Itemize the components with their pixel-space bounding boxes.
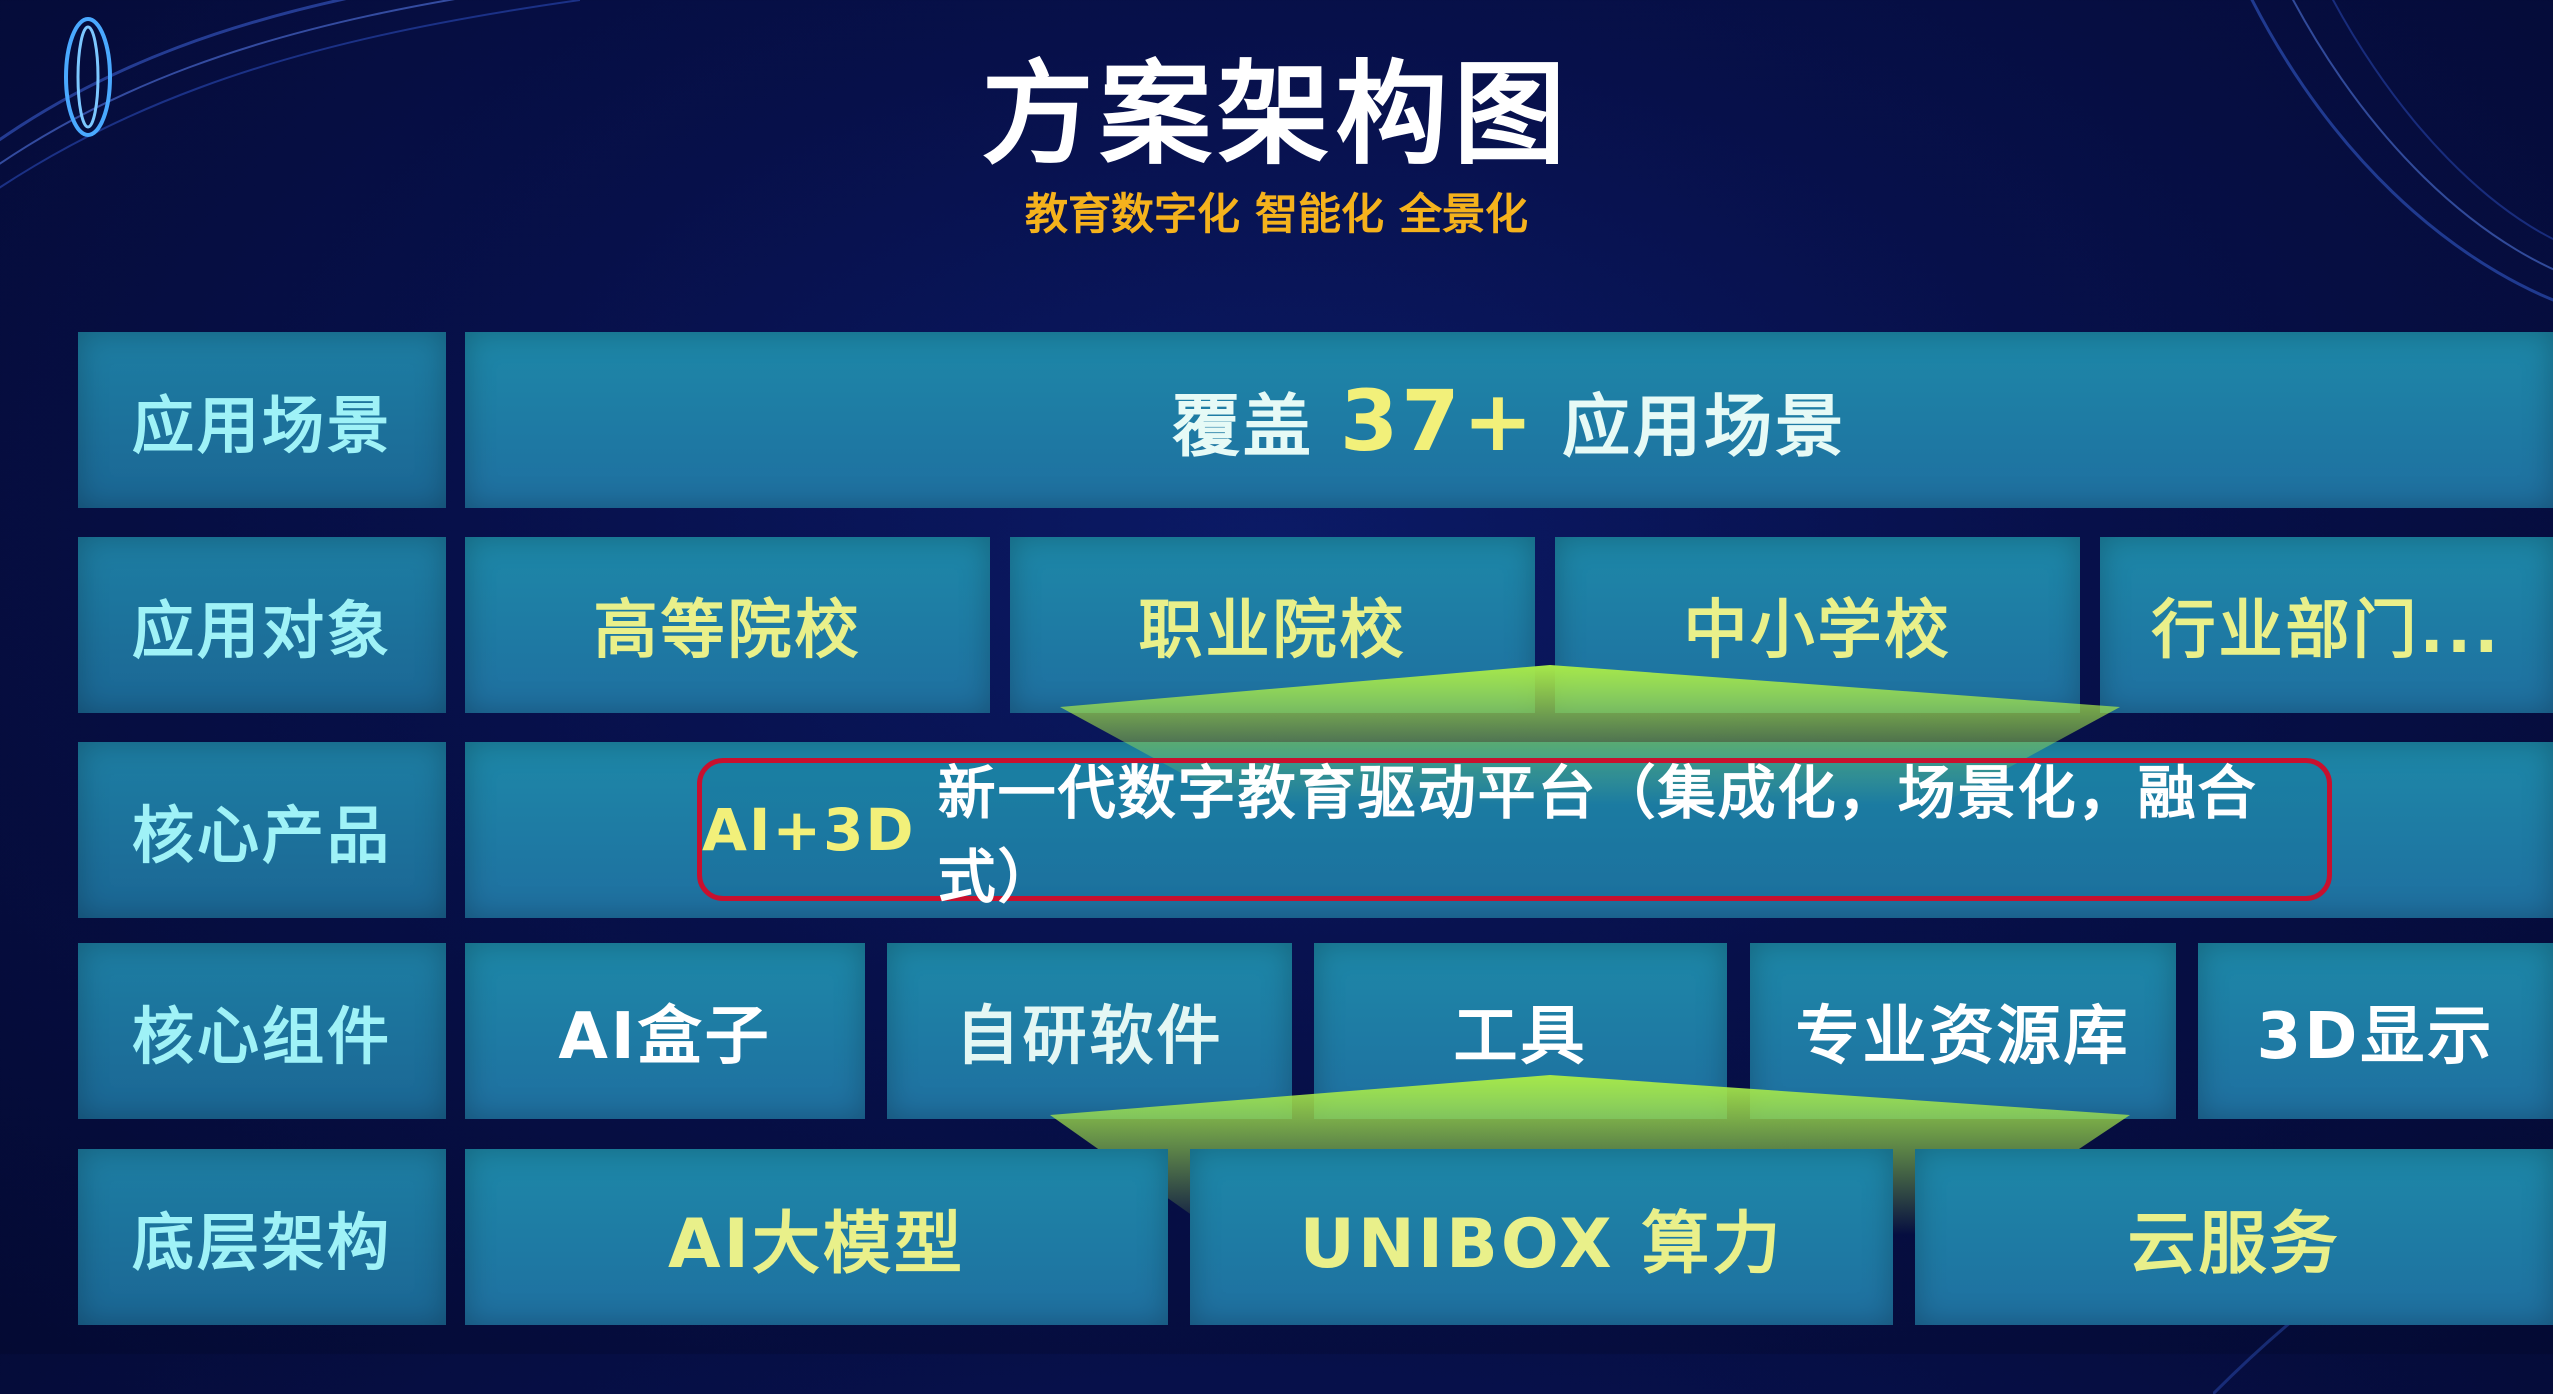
infra-item: UNIBOX 算力	[1190, 1149, 1893, 1325]
row-label-infra: 底层架构	[78, 1149, 446, 1325]
target-item: 高等院校	[465, 537, 990, 713]
target-item: 中小学校	[1555, 537, 2080, 713]
product-highlight: AI+3D	[702, 795, 916, 864]
target-item: 行业部门...	[2100, 537, 2553, 713]
background-swirl-left	[0, 0, 580, 189]
row-label-product: 核心产品	[78, 742, 446, 918]
component-item: 工具	[1314, 943, 1727, 1119]
component-item: AI盒子	[465, 943, 865, 1119]
scenes-text: 覆盖 37+ 应用场景	[1172, 371, 1846, 470]
scenes-count: 37+	[1339, 371, 1537, 470]
decorative-ring-icon	[64, 17, 112, 137]
product-text: 新一代数字教育驱动平台（集成化，场景化，融合式）	[937, 758, 2258, 911]
row-label-scenes: 应用场景	[78, 332, 446, 508]
scenes-prefix: 覆盖	[1171, 387, 1314, 467]
scenes-banner: 覆盖 37+ 应用场景	[465, 332, 2553, 508]
core-product-highlight: AI+3D 新一代数字教育驱动平台（集成化，场景化，融合式）	[697, 758, 2332, 911]
component-item: 专业资源库	[1750, 943, 2176, 1119]
scenes-suffix: 应用场景	[1562, 387, 1847, 467]
infra-item: AI大模型	[465, 1149, 1168, 1325]
component-item: 3D显示	[2198, 943, 2553, 1119]
page-title: 方案架构图	[981, 50, 1572, 180]
background-swirl-right	[2250, 0, 2553, 302]
component-item: 自研软件	[887, 943, 1292, 1119]
target-item: 职业院校	[1010, 537, 1535, 713]
page-subtitle: 教育数字化 智能化 全景化	[1025, 190, 1528, 240]
row-label-targets: 应用对象	[78, 537, 446, 713]
infra-item: 云服务	[1915, 1149, 2553, 1325]
row-label-components: 核心组件	[78, 943, 446, 1119]
